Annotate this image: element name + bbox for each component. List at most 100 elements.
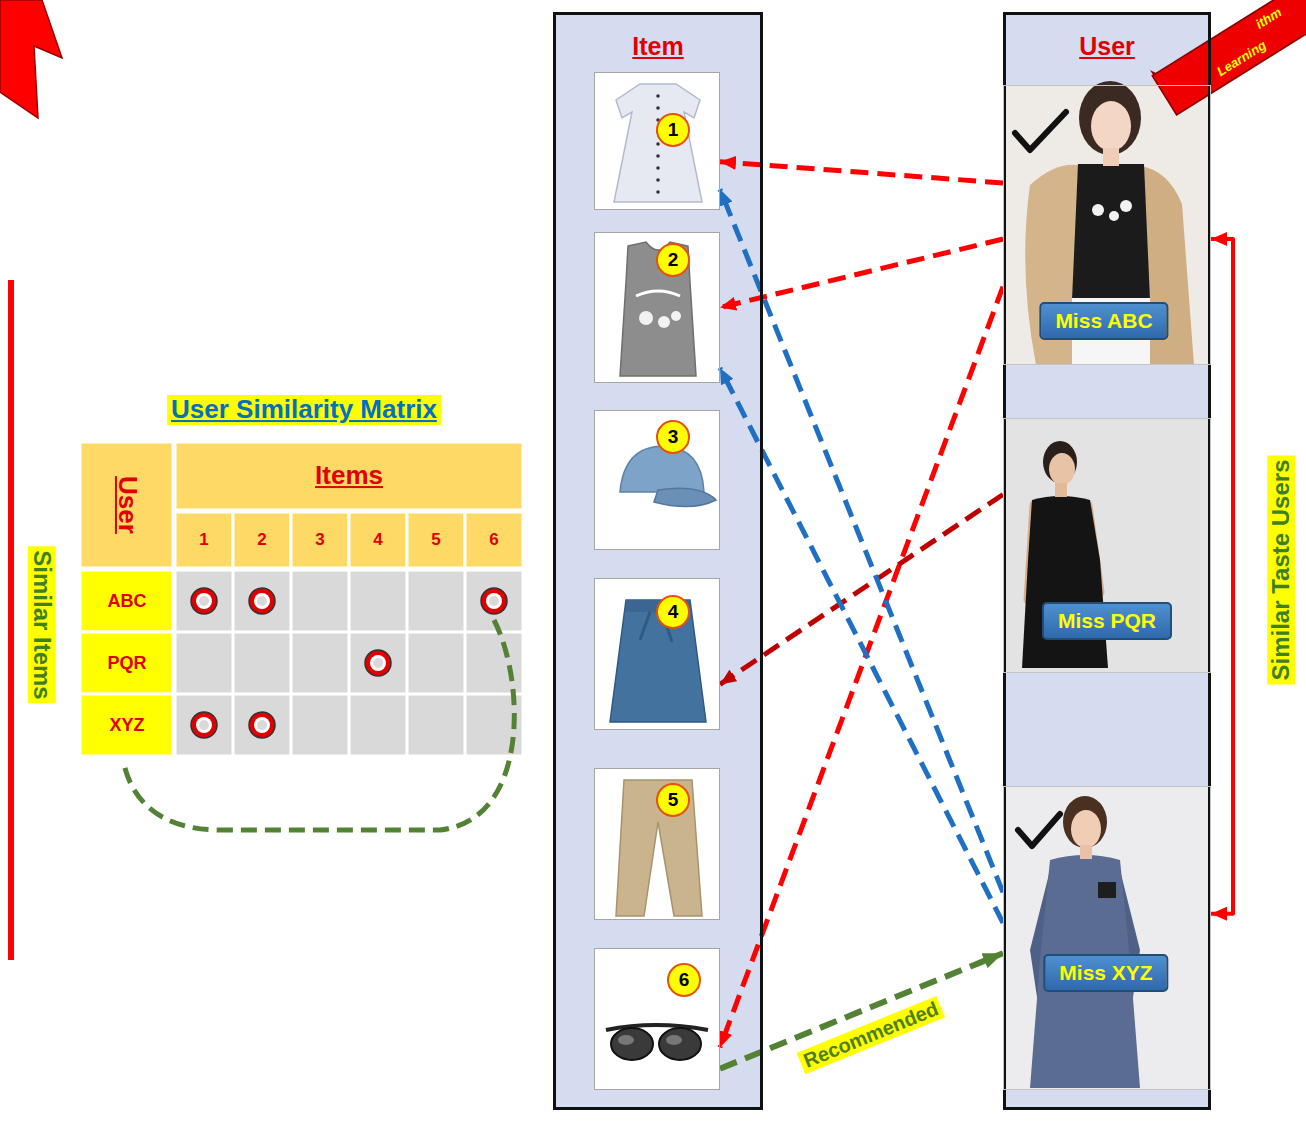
panel-heading: Item (556, 32, 760, 61)
item-picture-part (654, 488, 716, 506)
item-picture-part (594, 72, 720, 210)
panel-ground-part (553, 12, 763, 1110)
table-header: User (112, 476, 142, 534)
similarity-table-part (233, 512, 291, 568)
callout-number: 3 (656, 420, 690, 454)
similarity-table-part (349, 512, 407, 568)
rating-marks-part (249, 588, 275, 614)
similarity-table-part (80, 694, 173, 756)
user-picture (1003, 81, 1211, 1090)
panel-ground (553, 12, 1211, 1110)
rating-marks-part (481, 588, 507, 614)
similarity-table-part (175, 631, 523, 634)
callout-number: 2 (656, 243, 690, 277)
similarity-table-part (465, 512, 523, 568)
item-box: 1 (594, 72, 720, 210)
item-picture-part-part (656, 178, 660, 182)
item-picture-part-part (656, 94, 660, 98)
item-picture-part (611, 1028, 653, 1060)
callout-number: 5 (656, 783, 690, 817)
user-picture-part (1091, 101, 1131, 151)
panel-ground-part (1003, 12, 1211, 1110)
user-picture-part (1120, 200, 1132, 212)
left-ribbon (0, 0, 62, 118)
rating-marks (191, 588, 507, 738)
similarity-table-part (80, 632, 173, 694)
rating-marks-part (249, 712, 275, 738)
rating-marks-part-part (370, 655, 386, 671)
rating-marks-part-part (373, 658, 383, 668)
user-picture-part (1055, 483, 1067, 497)
similarity-table-part (80, 570, 173, 632)
similarity-curve (124, 620, 514, 830)
item-picture-part (618, 1035, 634, 1045)
similarity-table-part (290, 570, 293, 756)
item-picture-part-part (656, 166, 660, 170)
rating-marks-part-part (254, 593, 270, 609)
item-box: 6 (594, 948, 720, 1090)
user-photo: Miss PQR (1003, 418, 1211, 673)
item-picture-part (656, 94, 660, 194)
user-photo: Miss ABC (1003, 85, 1211, 365)
row-name: PQR (107, 653, 146, 674)
rating-marks-part-part (481, 588, 507, 614)
top-ribbon-part (1152, 0, 1306, 115)
rating-marks-part-part (249, 588, 275, 614)
callout-number: 4 (656, 595, 690, 629)
rating-marks-part-part (257, 720, 267, 730)
similarity-table-part (175, 570, 523, 756)
similarity-table (80, 442, 523, 756)
user-picture-part (1098, 882, 1116, 898)
left-ribbon-part (0, 0, 62, 118)
table-header: Items (315, 461, 383, 491)
rating-marks-part-part (486, 593, 502, 609)
similarity-table-part (175, 512, 233, 568)
item-picture-part (594, 948, 720, 1090)
item-box: 2 (594, 232, 720, 383)
bracket-arrow (1211, 239, 1233, 914)
similarity-table-part (232, 570, 235, 756)
item-picture-part (658, 316, 670, 328)
rating-marks-part (191, 588, 217, 614)
user-picture-part (1063, 796, 1107, 848)
user-picture-part (1003, 85, 1211, 365)
user-picture-part (1071, 810, 1101, 848)
item-picture-part-part (656, 106, 660, 110)
item-picture-part (614, 84, 702, 202)
column-number: 2 (257, 530, 266, 550)
item-picture-part (666, 1035, 682, 1045)
item-picture-part (639, 311, 653, 325)
name-banner: Miss ABC (1039, 302, 1168, 340)
similar-items-bar-part (8, 280, 14, 960)
user-picture-part (1080, 845, 1092, 859)
row-name: ABC (108, 591, 147, 612)
similarity-table-part (175, 693, 523, 696)
column-number: 6 (489, 530, 498, 550)
panel-heading: User (1006, 32, 1208, 61)
rating-marks-part (191, 712, 217, 738)
rating-marks-part-part (196, 717, 212, 733)
item-box: 4 (594, 578, 720, 730)
rating-marks-part-part (365, 650, 391, 676)
user-panel: UserMiss ABC Miss PQR Miss XYZ (1003, 12, 1211, 1110)
item-picture-part (594, 768, 720, 920)
similarity-table-part (407, 512, 465, 568)
similarity-table-part (175, 442, 523, 510)
item-picture-part (620, 446, 704, 492)
top-ribbon (1150, 0, 1306, 115)
rating-marks-part-part (254, 717, 270, 733)
item-picture-part (594, 578, 720, 730)
name-banner: Miss XYZ (1043, 954, 1168, 992)
item-picture-part (616, 780, 702, 916)
item-picture-part (594, 410, 720, 550)
rating-marks-part-part (191, 588, 217, 614)
user-picture-part (1072, 164, 1150, 300)
rating-marks-part (365, 650, 391, 676)
rating-marks-part-part (489, 596, 499, 606)
similarity-table-part (406, 570, 409, 756)
callout-number: 6 (667, 963, 701, 997)
side-label: Similar Taste Users (1267, 455, 1295, 684)
user-picture-part (1003, 786, 1211, 1090)
item-picture-part (594, 232, 720, 383)
